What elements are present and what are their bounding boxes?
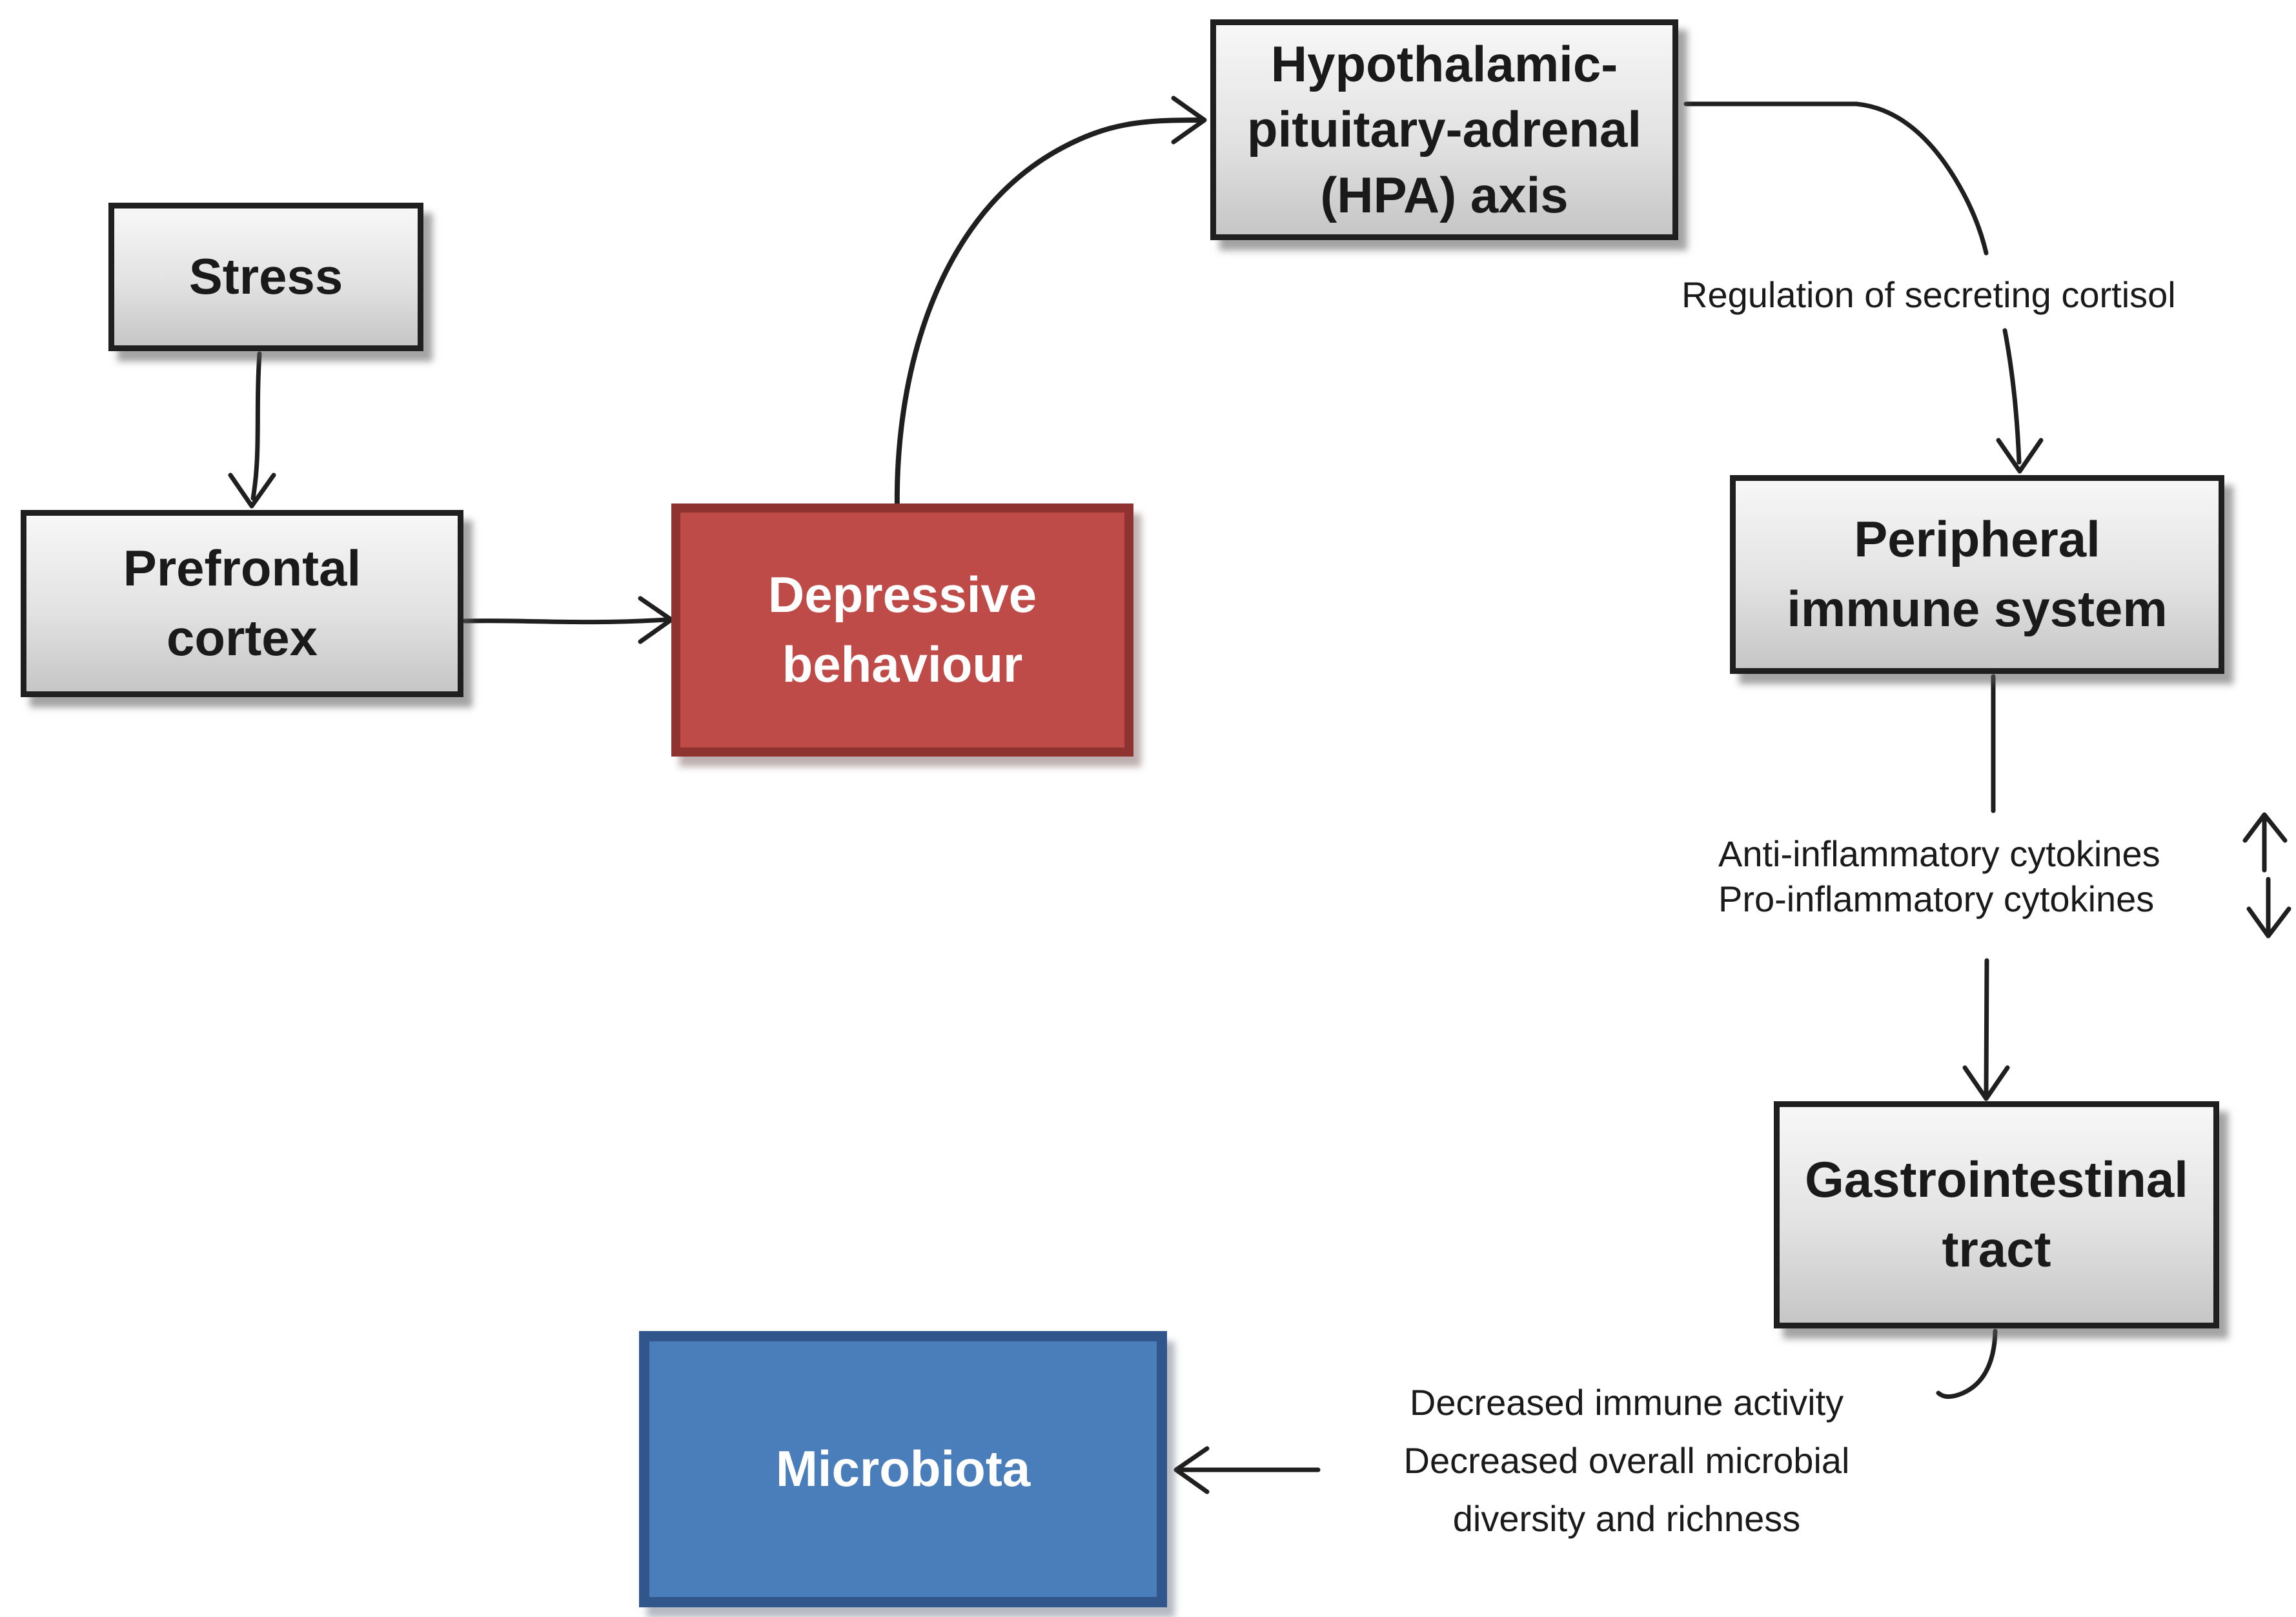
edge-cytokines-gastro bbox=[1962, 958, 2010, 1101]
node-microbiota-label: Microbiota bbox=[775, 1440, 1031, 1498]
node-stress: Stress bbox=[108, 203, 423, 351]
node-gastro-label-line1: Gastrointestinal bbox=[1805, 1151, 2188, 1208]
node-stress-label: Stress bbox=[188, 248, 343, 305]
node-prefrontal-cortex: Prefrontal cortex bbox=[21, 510, 463, 697]
node-peripheral-label-line1: Peripheral bbox=[1854, 511, 2100, 568]
arrow-head-down-icon bbox=[1996, 438, 2044, 474]
label-decreased-line2: Decreased overall microbial bbox=[1403, 1440, 1850, 1481]
edge-decreased-microbiota bbox=[1173, 1446, 1321, 1494]
label-decreased-effects: Decreased immune activity Decreased over… bbox=[1343, 1374, 1911, 1548]
edge-hpa-cortisol bbox=[1683, 101, 1989, 256]
node-peripheral-label-line2: immune system bbox=[1787, 580, 2168, 637]
arrow-shaft bbox=[2002, 328, 2022, 465]
arrow-head-right-icon bbox=[1171, 96, 1207, 145]
node-gastro-label-line2: tract bbox=[1942, 1221, 2051, 1277]
arrow-shaft bbox=[462, 617, 669, 625]
arrow-shaft bbox=[250, 351, 262, 501]
arrow-head-down-icon bbox=[1962, 1065, 2010, 1101]
node-prefrontal-label-line2: cortex bbox=[166, 609, 318, 666]
label-pro-inflammatory-cytokines: Pro-inflammatory cytokines bbox=[1718, 879, 2155, 919]
edge-prefrontal-depressive bbox=[462, 596, 674, 644]
cytokines-up-arrow-icon bbox=[2242, 812, 2288, 873]
edge-stress-prefrontal bbox=[228, 351, 276, 509]
label-cytokines: Anti-inflammatory cytokines Pro-inflamma… bbox=[1718, 831, 2160, 922]
node-hpa-label-line2: pituitary-adrenal bbox=[1246, 101, 1642, 158]
node-microbiota: Microbiota bbox=[639, 1331, 1167, 1607]
label-anti-inflammatory-cytokines: Anti-inflammatory cytokines bbox=[1718, 833, 2160, 874]
arrow-head-up-icon bbox=[2242, 812, 2288, 843]
node-hpa-axis: Hypothalamic- pituitary-adrenal (HPA) ax… bbox=[1210, 19, 1678, 240]
node-depressive-label-line2: behaviour bbox=[782, 636, 1023, 693]
edge-depressive-hpa bbox=[894, 96, 1207, 514]
node-hpa-label-line1: Hypothalamic- bbox=[1270, 35, 1618, 92]
node-peripheral-immune-system: Peripheral immune system bbox=[1730, 475, 2224, 674]
edge-gastro-decreased bbox=[1936, 1328, 1998, 1399]
arrow-shaft bbox=[1984, 958, 1989, 1095]
curve-shaft bbox=[1683, 101, 1989, 256]
arrow-head-down-icon bbox=[2246, 906, 2291, 939]
label-decreased-line1: Decreased immune activity bbox=[1409, 1382, 1844, 1423]
arrow-head-left-icon bbox=[1173, 1446, 1210, 1494]
edge-cortisol-peripheral bbox=[1996, 328, 2044, 474]
node-depressive-label-line1: Depressive bbox=[767, 566, 1037, 624]
node-gastrointestinal-tract: Gastrointestinal tract bbox=[1774, 1101, 2219, 1328]
node-prefrontal-label-line1: Prefrontal bbox=[123, 540, 361, 597]
label-regulation-cortisol: Regulation of secreting cortisol bbox=[1681, 274, 2176, 315]
cytokines-down-arrow-icon bbox=[2246, 877, 2291, 939]
curve-shaft bbox=[1936, 1328, 1998, 1399]
arrow-head-down-icon bbox=[228, 473, 276, 509]
label-decreased-line3: diversity and richness bbox=[1452, 1498, 1801, 1539]
node-hpa-label-line3: (HPA) axis bbox=[1320, 166, 1569, 223]
node-depressive-behaviour: Depressive behaviour bbox=[671, 503, 1133, 757]
arrow-shaft bbox=[894, 117, 1201, 514]
